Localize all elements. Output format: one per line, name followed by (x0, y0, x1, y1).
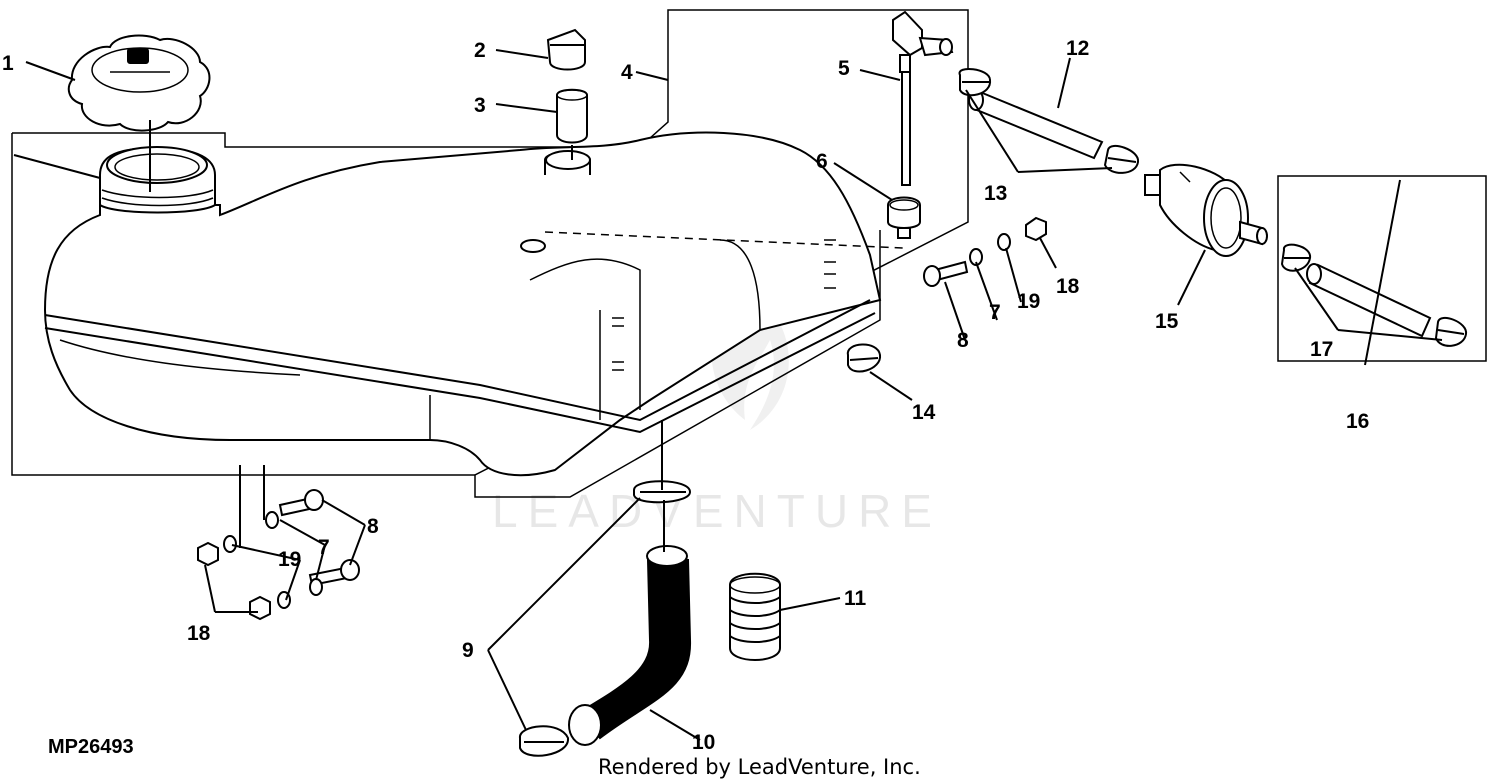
vent-cap (546, 28, 586, 71)
inset-box (1277, 175, 1487, 362)
figure-id: MP26493 (48, 736, 134, 758)
callout-8-right: 8 (957, 329, 969, 352)
fuel-cap (67, 34, 211, 132)
elbow-hose (568, 545, 692, 746)
hardware-left (197, 489, 360, 621)
callout-11: 11 (844, 587, 867, 610)
pickup-tube (892, 10, 954, 186)
callout-17: 17 (1310, 338, 1333, 361)
callout-3: 3 (474, 94, 486, 117)
credit-line: Rendered by LeadVenture, Inc. (598, 755, 921, 779)
fuel-tank (43, 131, 882, 477)
callout-2: 2 (474, 39, 486, 62)
callout-16: 16 (1346, 410, 1369, 433)
assembly-outline-left (11, 133, 475, 476)
clamp-14 (846, 343, 881, 373)
fuel-line-hose-16 (1306, 263, 1432, 338)
callout-10: 10 (692, 731, 715, 754)
callout-6: 6 (816, 150, 828, 173)
callouts: 1 2 3 4 5 6 7 7 8 8 9 10 11 12 13 14 15 … (2, 37, 1369, 754)
callout-12: 12 (1066, 37, 1089, 60)
callout-18-right: 18 (1056, 275, 1080, 298)
hose-clamps-9 (519, 480, 692, 757)
hose-clamps-17 (1280, 243, 1467, 347)
callout-9: 9 (462, 639, 474, 662)
grommet (556, 88, 588, 144)
bellows-hose (729, 572, 781, 661)
fuel-filter (1144, 163, 1268, 257)
callout-18-left: 18 (187, 622, 211, 645)
callout-1: 1 (2, 52, 14, 75)
hardware-right (923, 216, 1047, 287)
bushing (887, 196, 921, 239)
callout-8-left: 8 (367, 515, 379, 538)
leader-lines (13, 49, 1443, 741)
callout-13: 13 (984, 182, 1007, 205)
callout-7-right: 7 (989, 301, 1001, 324)
watermark: LEADVENTURE (492, 300, 942, 537)
callout-14: 14 (912, 401, 936, 424)
callout-19-right: 19 (1017, 290, 1040, 313)
fuel-line-hose-12 (968, 89, 1104, 160)
callout-15: 15 (1155, 310, 1179, 333)
callout-7-left: 7 (318, 536, 330, 559)
callout-5: 5 (838, 57, 850, 80)
watermark-text: LEADVENTURE (492, 485, 942, 537)
callout-19-left: 19 (278, 548, 301, 571)
callout-4: 4 (621, 61, 633, 84)
hose-clamps-13 (958, 68, 1139, 174)
assembly-outline (12, 9, 969, 498)
